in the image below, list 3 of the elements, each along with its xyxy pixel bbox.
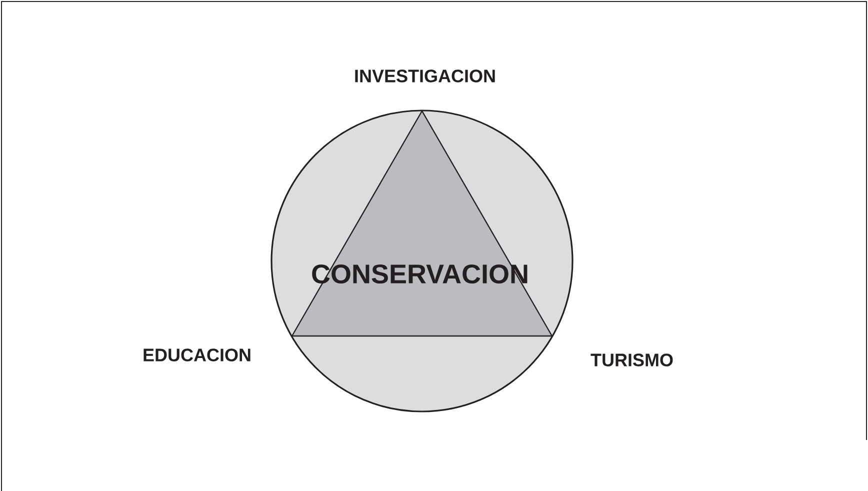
vertex-label: TURISMO xyxy=(590,354,673,366)
vertex-label: EDUCACION xyxy=(144,348,250,362)
vertex-label: INVESTIGACION xyxy=(355,70,495,82)
